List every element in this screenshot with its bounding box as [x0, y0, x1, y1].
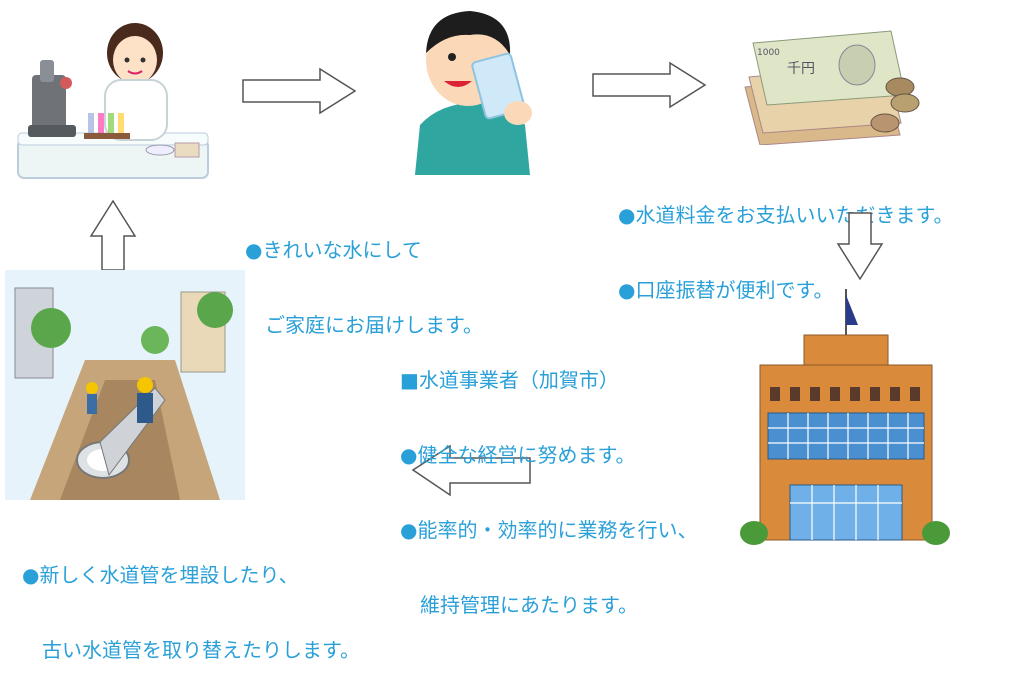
flow-arrow-up — [88, 198, 138, 273]
scientist-illustration — [10, 5, 215, 185]
pipes-caption-line1: ●新しく水道管を埋設したり、 — [22, 563, 299, 587]
utility-caption: ■水道事業者（加賀市） ●健全な経営に努めます。 ●能率的・効率的に業務を行い、… — [400, 318, 697, 643]
payment-caption-line2: ●口座振替が便利です。 — [618, 278, 834, 302]
utility-caption-line2: ●健全な経営に努めます。 — [400, 443, 636, 467]
money-denomination: 1000 — [757, 48, 780, 58]
flow-arrow-left — [410, 443, 535, 498]
pipes-caption: ●新しく水道管を埋設したり、 古い水道管を取り替えたりします。 — [22, 513, 360, 688]
utility-caption-line1: ■水道事業者（加賀市） — [400, 368, 619, 392]
flow-arrow-right-2 — [590, 60, 710, 110]
money-note-label: 千円 — [787, 61, 815, 77]
flow-arrow-right-1 — [240, 66, 360, 116]
payment-caption-line1: ●水道料金をお支払いいただきます。 — [618, 203, 954, 227]
flow-arrow-down — [835, 210, 885, 282]
city-office-illustration — [740, 285, 950, 550]
utility-caption-line4: 維持管理にあたります。 — [400, 593, 638, 617]
pipes-caption-line2: 古い水道管を取り替えたりします。 — [22, 638, 360, 662]
delivery-caption-line1: ●きれいな水にして — [245, 238, 422, 262]
pipe-construction-illustration — [5, 270, 245, 500]
money-illustration: 千円 1000 — [735, 25, 925, 145]
delivery-caption-line2: ご家庭にお届けします。 — [245, 313, 483, 337]
payment-caption: ●水道料金をお支払いいただきます。 ●口座振替が便利です。 — [618, 153, 953, 328]
boy-drinking-illustration — [400, 5, 550, 175]
delivery-caption: ●きれいな水にして ご家庭にお届けします。 — [245, 188, 483, 363]
utility-caption-line3: ●能率的・効率的に業務を行い、 — [400, 518, 698, 542]
